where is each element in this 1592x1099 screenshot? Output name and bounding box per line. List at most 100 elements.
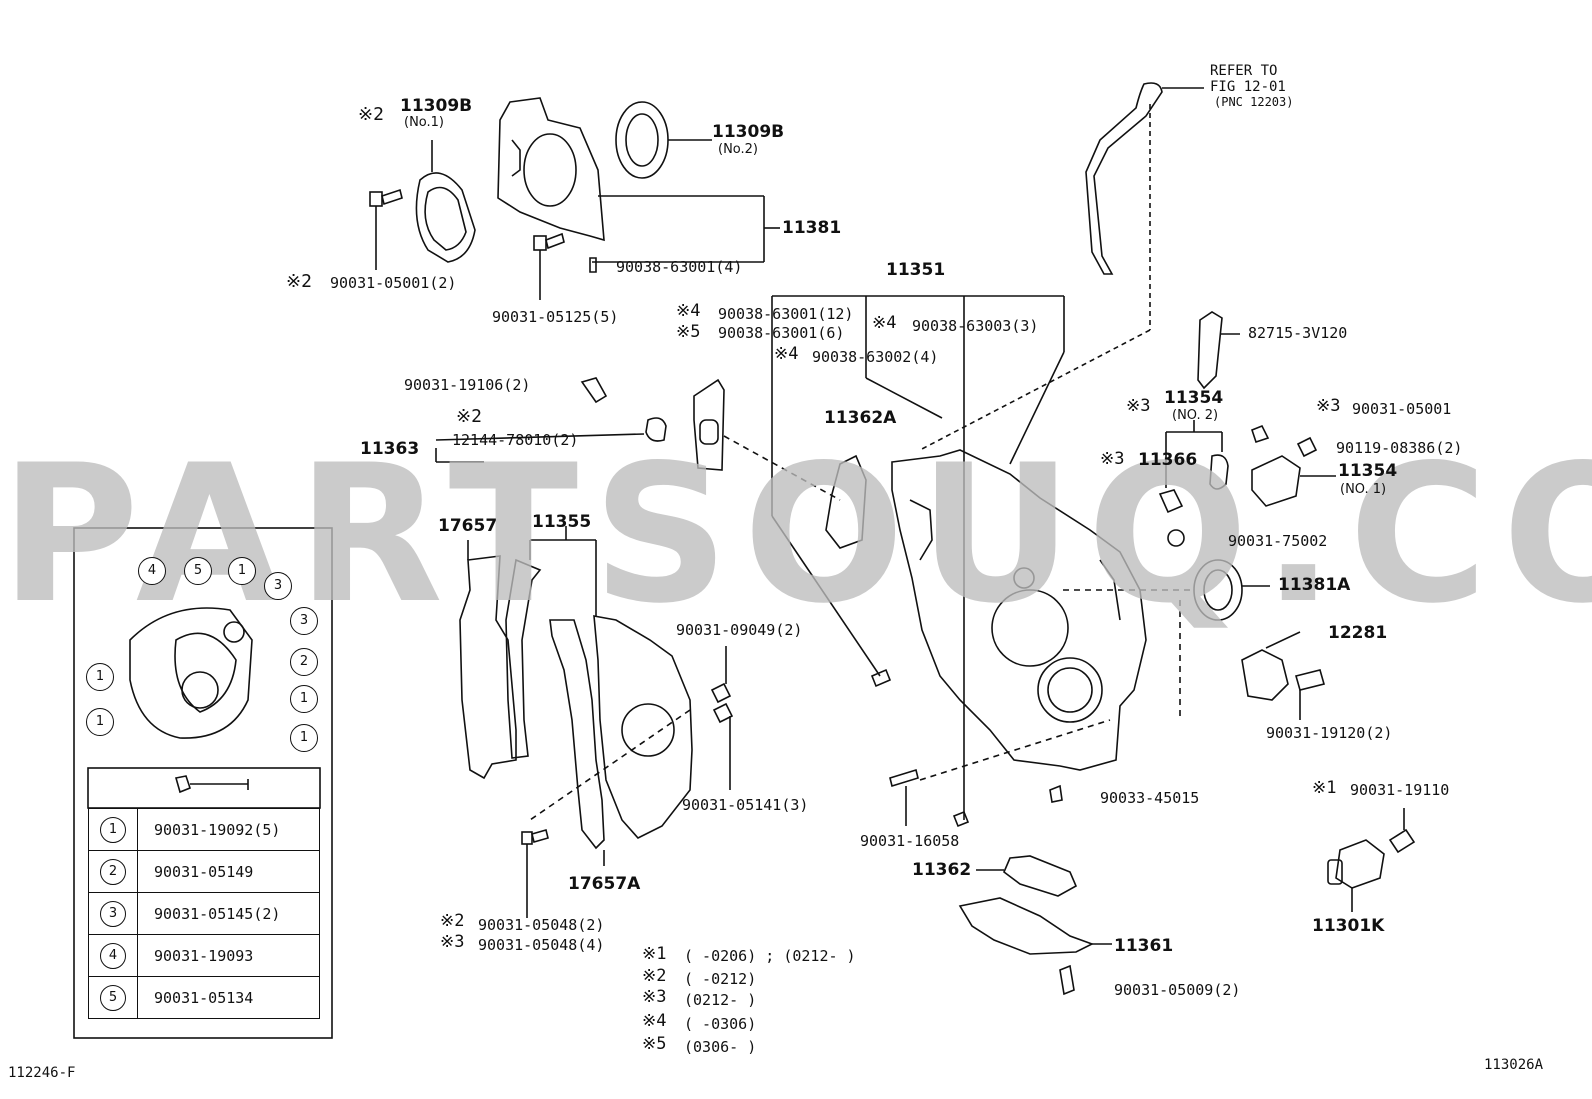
legend-part: 90031-05134 <box>137 976 320 1019</box>
bolt-90031-19120 <box>1295 669 1325 691</box>
plate-12281 <box>1241 649 1289 701</box>
marker: ※5 <box>676 322 701 342</box>
marker: ※4 <box>872 313 897 333</box>
note-mark-5: ※5 <box>642 1034 667 1054</box>
label-90038-63001-4: 90038-63001(4) <box>616 258 743 276</box>
legend-row: 4 90031-19093 <box>88 934 320 977</box>
legend-num: 5 <box>100 984 126 1011</box>
label-90031-05001: 90031-05001 <box>1352 400 1452 418</box>
legend-row: 5 90031-05134 <box>88 976 320 1019</box>
marker: ※2 <box>286 271 312 292</box>
inset-callout: 5 <box>184 557 212 585</box>
label-11354-no1-sub: (NO. 1) <box>1340 482 1387 497</box>
label-90031-05048-4: 90031-05048(4) <box>478 936 605 954</box>
marker: ※3 <box>440 932 465 952</box>
stud-90038-63001-4 <box>589 257 597 273</box>
inset-callout: 1 <box>86 663 114 691</box>
label-82715-3v120: 82715-3V120 <box>1248 324 1348 342</box>
plate-11362 <box>1003 855 1078 897</box>
label-11354-no2: 11354 <box>1164 388 1224 408</box>
note-mark-1: ※1 <box>642 944 667 964</box>
inset-callout: 3 <box>264 572 292 600</box>
stud-left <box>870 668 892 688</box>
note-text-5: (0306- ) <box>684 1038 757 1056</box>
legend-row: 2 90031-05149 <box>88 850 320 893</box>
legend-part: 90031-05145(2) <box>137 892 320 935</box>
marker: ※1 <box>1312 778 1337 798</box>
legend-num: 3 <box>100 900 126 927</box>
oil-seal-no2 <box>615 101 712 179</box>
label-90031-19120-2: 90031-19120(2) <box>1266 724 1393 742</box>
label-17657a: 17657A <box>568 874 641 894</box>
watermark: PARTSOUQ.COM <box>0 424 1592 645</box>
bolt-90031-05009 <box>1059 964 1075 996</box>
bolt-90031-19106 <box>580 377 608 404</box>
legend-num: 2 <box>100 858 126 885</box>
inset-callout: 1 <box>290 724 318 752</box>
label-11351: 11351 <box>886 260 946 280</box>
label-11366: 11366 <box>1138 450 1198 470</box>
oil-level-pipe <box>919 82 1204 451</box>
stud-90031-16058 <box>889 768 919 788</box>
bolt-90031-05048 <box>521 829 549 918</box>
inset-callout: 4 <box>138 557 166 585</box>
legend-num: 1 <box>100 816 126 843</box>
legend-row: 1 90031-19092(5) <box>88 808 320 851</box>
legend-num: 4 <box>100 942 126 969</box>
bracket-11363 <box>435 378 841 501</box>
label-90031-05001-2: 90031-05001(2) <box>330 274 457 292</box>
label-11362: 11362 <box>912 860 972 880</box>
bolt-90031-05125 <box>533 232 565 300</box>
marker: ※3 <box>1100 449 1125 469</box>
label-11381a: 11381A <box>1278 575 1351 595</box>
gasket-17657a <box>549 615 693 866</box>
legend-part: 90031-05149 <box>137 850 320 893</box>
note-text-3: (0212- ) <box>684 991 757 1009</box>
marker: ※4 <box>676 301 701 321</box>
footer-right-code: 113026A <box>1484 1057 1544 1073</box>
inset-callout: 2 <box>290 648 318 676</box>
label-90031-05048-2: 90031-05048(2) <box>478 916 605 934</box>
label-90031-09049-2: 90031-09049(2) <box>676 621 803 639</box>
cover-11354 <box>1158 420 1336 514</box>
label-90038-63002-4: 90038-63002(4) <box>812 348 939 366</box>
oil-seal-retainer-no1 <box>415 140 476 263</box>
label-90031-19106-2: 90031-19106(2) <box>404 376 531 394</box>
sensor-11301k <box>1327 808 1416 912</box>
legend-row: 3 90031-05145(2) <box>88 892 320 935</box>
label-90038-63001-6: 90038-63001(6) <box>718 324 845 342</box>
legend-part: 90031-19092(5) <box>137 808 320 851</box>
oil-seal-11381a <box>1060 559 1270 716</box>
label-11309b-no2-sub: (No.2) <box>718 142 758 157</box>
marker: ※4 <box>774 344 799 364</box>
plug-90031-75002 <box>1167 529 1185 547</box>
note-mark-4: ※4 <box>642 1011 667 1031</box>
label-90038-63001-12: 90038-63001(12) <box>718 305 854 323</box>
timing-chain-case <box>891 449 1147 771</box>
note-text-2: ( -0212) <box>684 970 757 988</box>
refer-line3: (PNC 12203) <box>1214 95 1294 109</box>
label-11354-no2-sub: (NO. 2) <box>1172 408 1219 423</box>
label-12281: 12281 <box>1328 623 1388 643</box>
plate-11362a <box>825 454 867 549</box>
label-90119-08386-2: 90119-08386(2) <box>1336 439 1463 457</box>
note-mark-3: ※3 <box>642 987 667 1007</box>
inset-callout: 3 <box>290 607 318 635</box>
label-11361: 11361 <box>1114 936 1174 956</box>
inset-callout: 1 <box>86 708 114 736</box>
refer-line1: REFER TO <box>1210 63 1278 79</box>
footer-left-code: 112246-F <box>8 1065 76 1081</box>
label-11355: 11355 <box>532 512 592 532</box>
label-11354-no1: 11354 <box>1338 461 1398 481</box>
bolt-90031-05001 <box>369 188 403 270</box>
legend-part: 90031-19093 <box>137 934 320 977</box>
label-90031-19110: 90031-19110 <box>1350 781 1450 799</box>
note-mark-2: ※2 <box>642 966 667 986</box>
label-17657: 17657 <box>438 516 498 536</box>
label-90031-16058: 90031-16058 <box>860 832 960 850</box>
seal-housing-11381 <box>497 97 780 263</box>
label-90038-63003-3: 90038-63003(3) <box>912 317 1039 335</box>
cover-11361 <box>958 897 1095 955</box>
label-11381: 11381 <box>782 218 842 238</box>
